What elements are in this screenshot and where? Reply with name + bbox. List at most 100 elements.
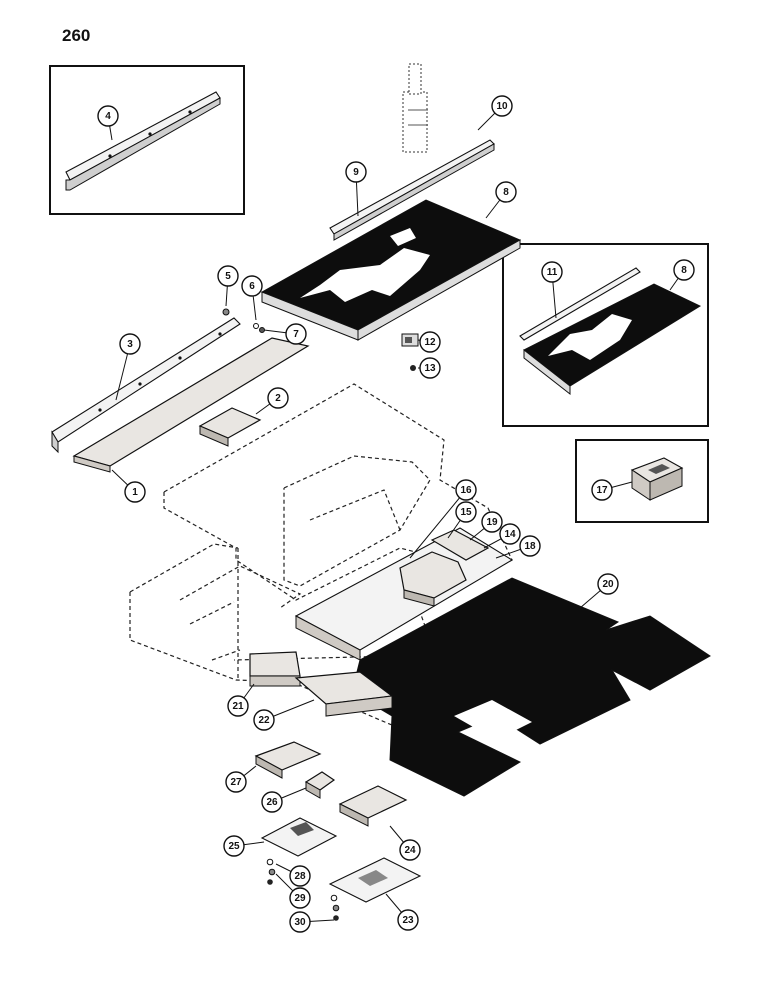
callout-circle <box>253 709 275 731</box>
callout-circle <box>491 95 513 117</box>
callout-c9: 9 <box>345 161 367 217</box>
part-8-floor-mat <box>260 199 522 341</box>
callout-circle <box>289 911 311 933</box>
callout-c30: 30 <box>289 911 335 933</box>
callout-number: 11 <box>547 267 558 278</box>
part-20-floor-mat <box>351 577 711 797</box>
callout-number: 28 <box>294 871 306 882</box>
callout-circle <box>285 323 307 345</box>
callout-c12: 12 <box>417 331 441 353</box>
part-12-clip <box>401 333 419 347</box>
callout-c17: 17 <box>591 479 633 501</box>
callout-circle <box>227 695 249 717</box>
callout-c10: 10 <box>477 95 513 131</box>
part-25-plate <box>260 817 338 857</box>
callout-number: 26 <box>266 797 278 808</box>
callout-c6: 6 <box>241 275 263 321</box>
callout-circle <box>597 573 619 595</box>
callout-circle <box>591 479 613 501</box>
part-7-nut <box>259 327 265 333</box>
callout-c8a: 8 <box>485 181 517 219</box>
part-28-29-30-hardware <box>266 858 340 921</box>
callout-c13: 13 <box>418 357 441 379</box>
part-22-strip <box>294 671 394 717</box>
part-6-washer <box>253 323 259 329</box>
part-2-block <box>198 407 262 447</box>
callout-circle <box>217 265 239 287</box>
callout-circle <box>495 181 517 203</box>
callout-c1: 1 <box>111 469 146 503</box>
callout-c18: 18 <box>495 535 541 559</box>
callout-number: 16 <box>460 485 472 496</box>
callout-number: 20 <box>602 579 614 590</box>
callout-circle <box>267 387 289 409</box>
callout-circle <box>399 839 421 861</box>
callout-circle <box>455 501 477 523</box>
callout-circle <box>124 481 146 503</box>
part-17-block <box>630 457 684 501</box>
part-8-floor-mat-inset <box>519 267 702 396</box>
callout-circle <box>397 909 419 931</box>
callout-c14: 14 <box>483 523 521 549</box>
callout-number: 10 <box>496 101 508 112</box>
callout-circle <box>289 865 311 887</box>
callout-number: 2 <box>275 393 281 404</box>
part-14-16-cushions <box>399 529 490 607</box>
callout-c7: 7 <box>263 323 307 345</box>
callout-number: 8 <box>681 265 687 276</box>
callout-c20: 20 <box>579 573 619 609</box>
callout-number: 24 <box>404 845 416 856</box>
inset-frame-top-left <box>49 65 245 215</box>
callout-c3: 3 <box>115 333 141 401</box>
callout-number: 1 <box>132 487 138 498</box>
inset-frame-small-right <box>575 439 709 523</box>
callout-c22: 22 <box>253 699 315 731</box>
callout-number: 25 <box>228 841 240 852</box>
callout-circle <box>541 261 563 283</box>
callout-c16: 16 <box>409 479 477 559</box>
callout-circle <box>223 835 245 857</box>
callout-c4: 4 <box>97 105 119 141</box>
inset-frame-right <box>502 243 709 427</box>
part-23-plate <box>328 857 422 903</box>
callout-circle <box>289 887 311 909</box>
callout-number: 13 <box>424 363 436 374</box>
callout-number: 15 <box>460 507 472 518</box>
callout-circle <box>97 105 119 127</box>
callout-circle <box>261 791 283 813</box>
callout-number: 19 <box>486 517 498 528</box>
callout-circle <box>499 523 521 545</box>
callout-c29: 29 <box>275 873 311 909</box>
callout-circle <box>119 333 141 355</box>
callout-c15: 15 <box>447 501 477 539</box>
callout-c24: 24 <box>389 825 421 861</box>
callout-c19: 19 <box>469 511 503 541</box>
callout-c23: 23 <box>385 893 419 931</box>
part-4-rail <box>65 91 221 191</box>
callout-number: 3 <box>127 339 133 350</box>
callout-number: 14 <box>504 529 516 540</box>
page-number: 260 <box>62 26 91 45</box>
part-5-screw <box>222 308 230 316</box>
part-24-plate <box>338 785 408 827</box>
callout-circle <box>673 259 695 281</box>
callout-number: 4 <box>105 111 111 122</box>
callout-circle <box>419 357 441 379</box>
callout-circle <box>481 511 503 533</box>
part-13-fastener <box>410 365 416 371</box>
callout-circle <box>455 479 477 501</box>
part-9-strip <box>329 139 495 241</box>
callout-c26: 26 <box>261 787 307 813</box>
callout-c25: 25 <box>223 835 265 857</box>
callout-number: 17 <box>596 485 608 496</box>
callout-circle <box>225 771 247 793</box>
callout-circle <box>345 161 367 183</box>
callout-c28: 28 <box>275 863 311 887</box>
part-27-block <box>254 741 322 779</box>
callout-number: 5 <box>225 271 231 282</box>
callout-c2: 2 <box>255 387 289 415</box>
callout-circle <box>419 331 441 353</box>
callout-circle <box>519 535 541 557</box>
callout-number: 23 <box>402 915 414 926</box>
